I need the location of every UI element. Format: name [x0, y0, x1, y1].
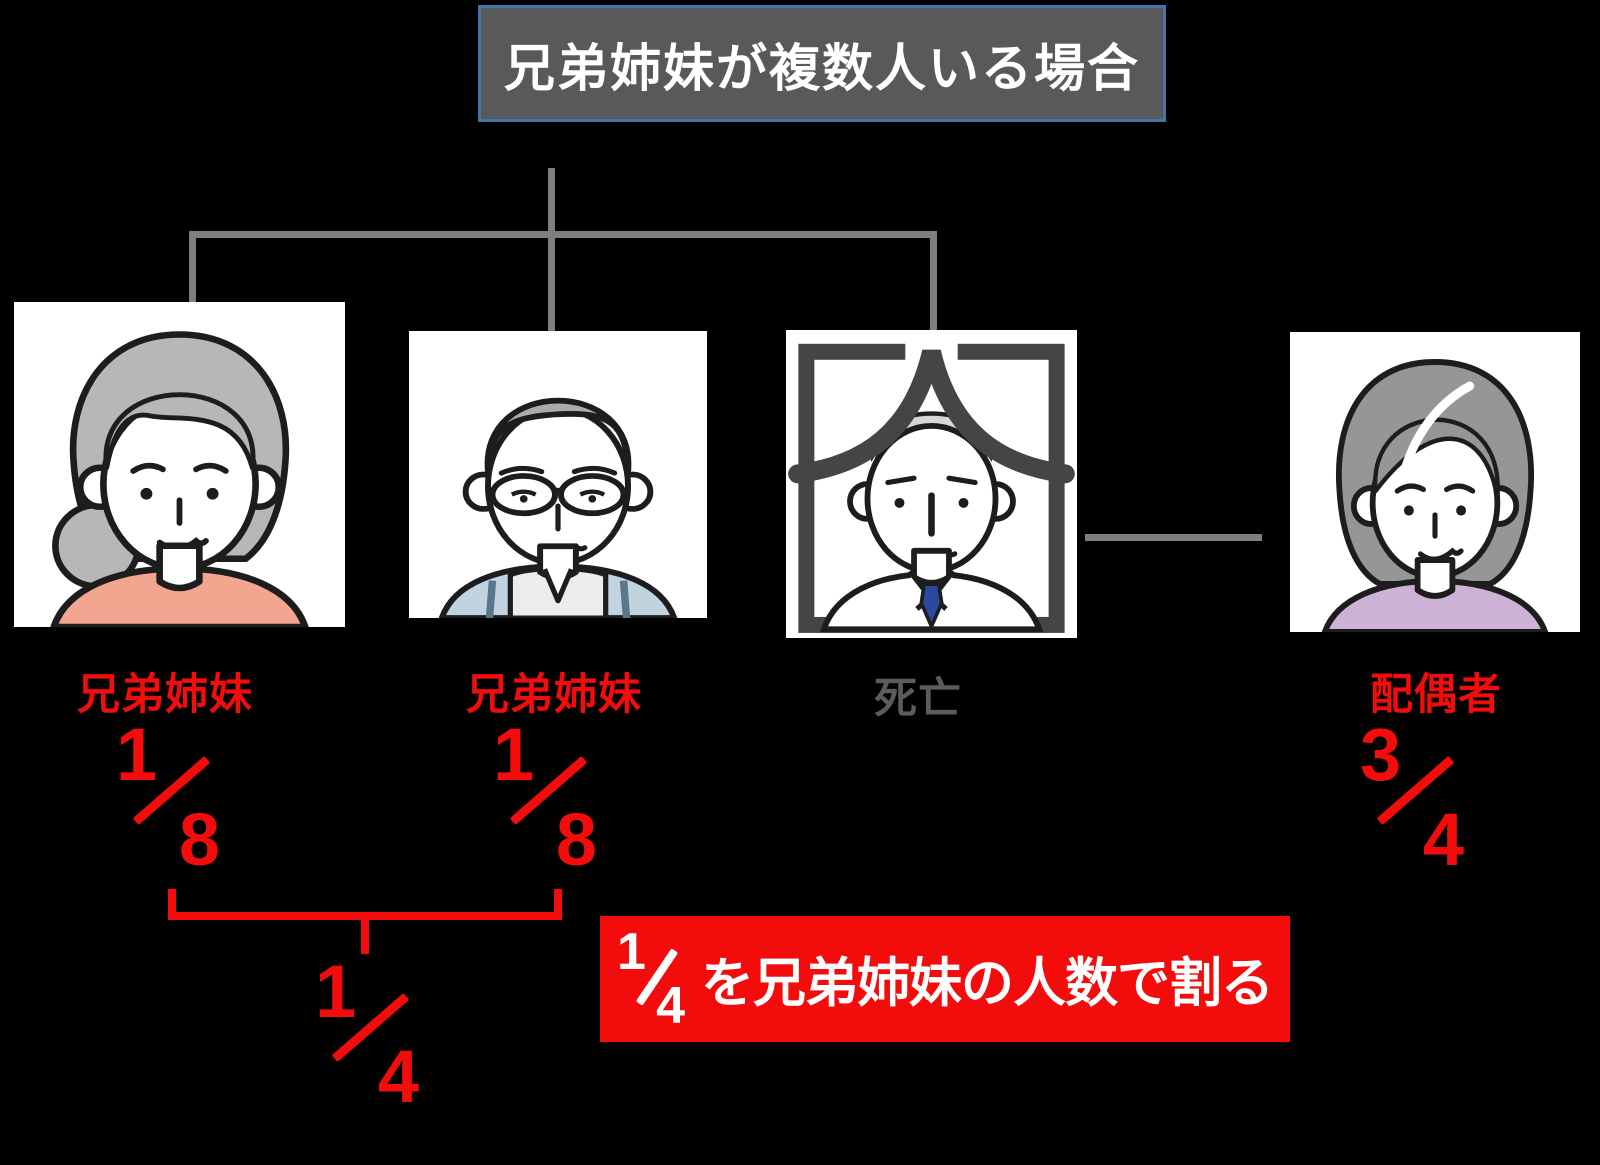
numerator: 1	[617, 923, 646, 981]
label-sibling-2: 兄弟姉妹	[466, 671, 642, 719]
tree-line-drop-sibling1	[189, 231, 196, 303]
deceased-man-memorial-portrait-illustration	[788, 341, 1075, 633]
tree-line-spouse-link	[1085, 534, 1262, 541]
note-box: 1 4 を兄弟姉妹の人数で割る	[600, 916, 1290, 1042]
label-deceased: 死亡	[874, 675, 962, 723]
combine-bracket-center-tick	[361, 912, 369, 954]
middle-aged-woman-illustration	[1321, 358, 1549, 632]
tree-line-horizontal	[189, 231, 937, 238]
share-fraction-spouse: 3 4	[1360, 713, 1464, 882]
elderly-woman-illustration	[50, 331, 309, 627]
combine-bracket-right-tick	[554, 889, 562, 919]
portrait-card-sibling-2	[409, 331, 707, 618]
share-fraction-sibling-2: 1 8	[493, 713, 597, 882]
combined-share-fraction: 1 4	[315, 950, 419, 1119]
portrait-card-sibling-1	[14, 302, 345, 627]
title-box: 兄弟姉妹が複数人いる場合	[478, 5, 1166, 122]
label-sibling-1: 兄弟姉妹	[77, 671, 253, 719]
note-text: を兄弟姉妹の人数で割る	[701, 954, 1274, 1013]
numerator: 1	[315, 950, 357, 1033]
denominator: 8	[555, 798, 597, 882]
numerator: 1	[493, 713, 535, 796]
portrait-card-deceased	[786, 330, 1077, 638]
numerator: 1	[116, 713, 158, 796]
denominator: 8	[178, 798, 220, 882]
portrait-card-spouse	[1290, 332, 1580, 632]
denominator: 4	[656, 976, 685, 1035]
share-fraction-sibling-1: 1 8	[116, 713, 220, 882]
label-spouse: 配偶者	[1370, 671, 1502, 719]
denominator: 4	[1422, 798, 1464, 882]
denominator: 4	[377, 1035, 419, 1119]
elderly-man-glasses-illustration	[438, 397, 678, 618]
tree-line-drop-deceased	[930, 231, 937, 331]
tree-line-title-drop	[548, 168, 555, 331]
title-text: 兄弟姉妹が複数人いる場合	[503, 39, 1140, 97]
combine-bracket-left-tick	[168, 889, 176, 919]
note-fraction: 1 4	[617, 923, 685, 1035]
numerator: 3	[1360, 713, 1402, 796]
